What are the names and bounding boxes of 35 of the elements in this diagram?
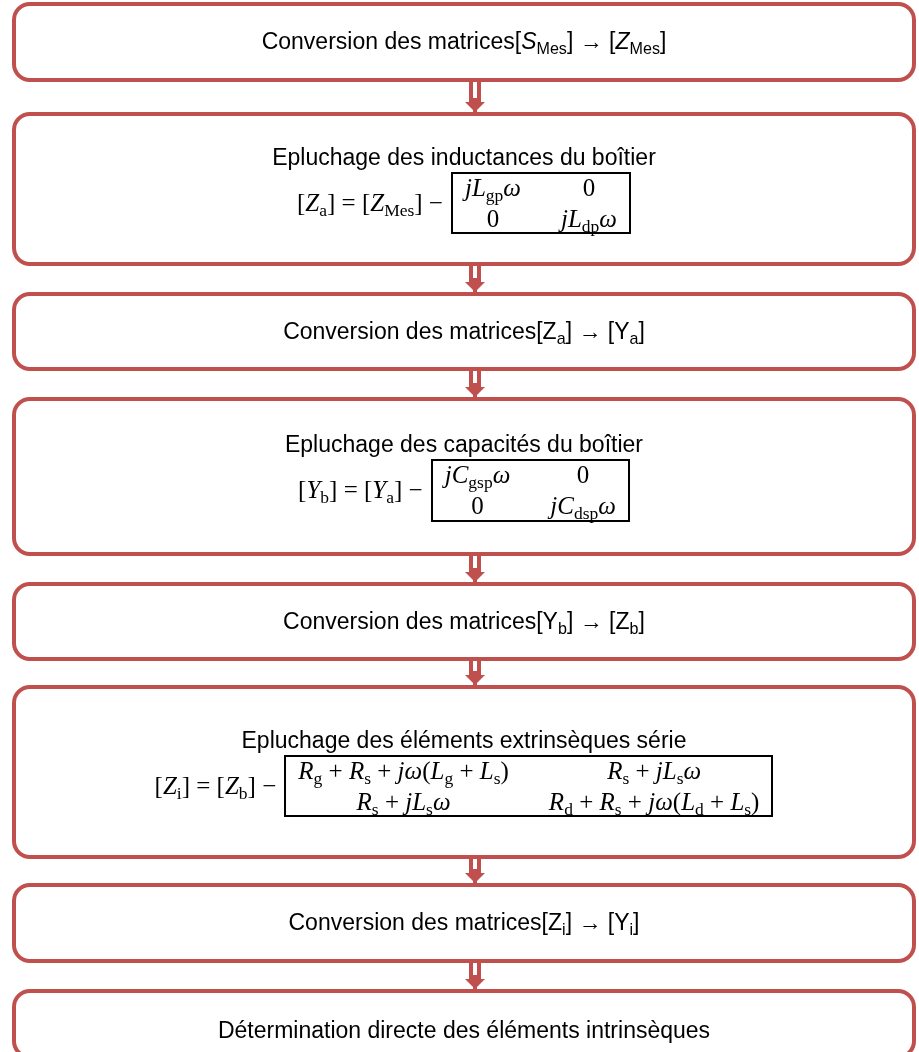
equation-term: [Y$_{b}$] = [Y$_{a}$] − [298,476,423,505]
equation-term: [Z$_{a}$] = [Z$_{Mes}$] − [297,188,443,217]
process-box [12,685,916,859]
arrow [465,659,485,687]
step-heading: Epluchage des éléments extrinsèques série [241,726,687,755]
step-text: Conversion des matrices[Z$_{a}$] → [Y$_{a}$] [283,317,645,346]
matrix-entry: R$_{d}$ + R$_{s}$ + jω(L$_{d}$ + L$_{s}$) [548,786,760,818]
arrow [465,554,485,584]
matrix-entry: R$_{s}$ + jL$_{s}$ω [355,787,451,818]
arrow [465,857,485,885]
arrow [465,369,485,399]
process-box [12,883,916,963]
process-box [12,989,916,1052]
arrow [465,264,485,294]
step-heading: Epluchage des inductances du boîtier [272,143,656,172]
step-text: Détermination directe des éléments intrinsèques [217,1017,711,1045]
step-text: Conversion des matrices[Z$_{i}$] → [Y$_{i}$] [288,909,640,937]
matrix-entry: 0 [485,204,500,234]
process-box [12,112,916,266]
equation-term: [Z$_{i}$] = [Z$_{b}$] − [154,771,277,800]
matrix-entry: R$_{s}$ + jL$_{s}$ω [606,755,703,786]
process-box [12,2,916,82]
matrix-entry: 0 [575,460,591,491]
step-text: Conversion des matrices[S$_{Mes}$] → [Z$_{Mes}$] [261,28,667,56]
process-box [12,292,916,371]
matrix-entry: 0 [470,492,485,522]
process-box [12,397,916,556]
arrow [465,961,485,991]
process-box [12,582,916,661]
step-text: Conversion des matrices[Y$_{b}$] → [Z$_{b}$] [283,607,645,636]
arrow [465,80,485,114]
matrix-entry: 0 [581,172,597,203]
matrix-entry: R$_{g}$ + R$_{s}$ + jω(L$_{g}$ + L$_{s}$) [298,755,509,786]
matrix-entry: jC$_{gsp}$ω [444,460,511,491]
step-heading: Epluchage des capacités du boîtier [285,431,643,460]
